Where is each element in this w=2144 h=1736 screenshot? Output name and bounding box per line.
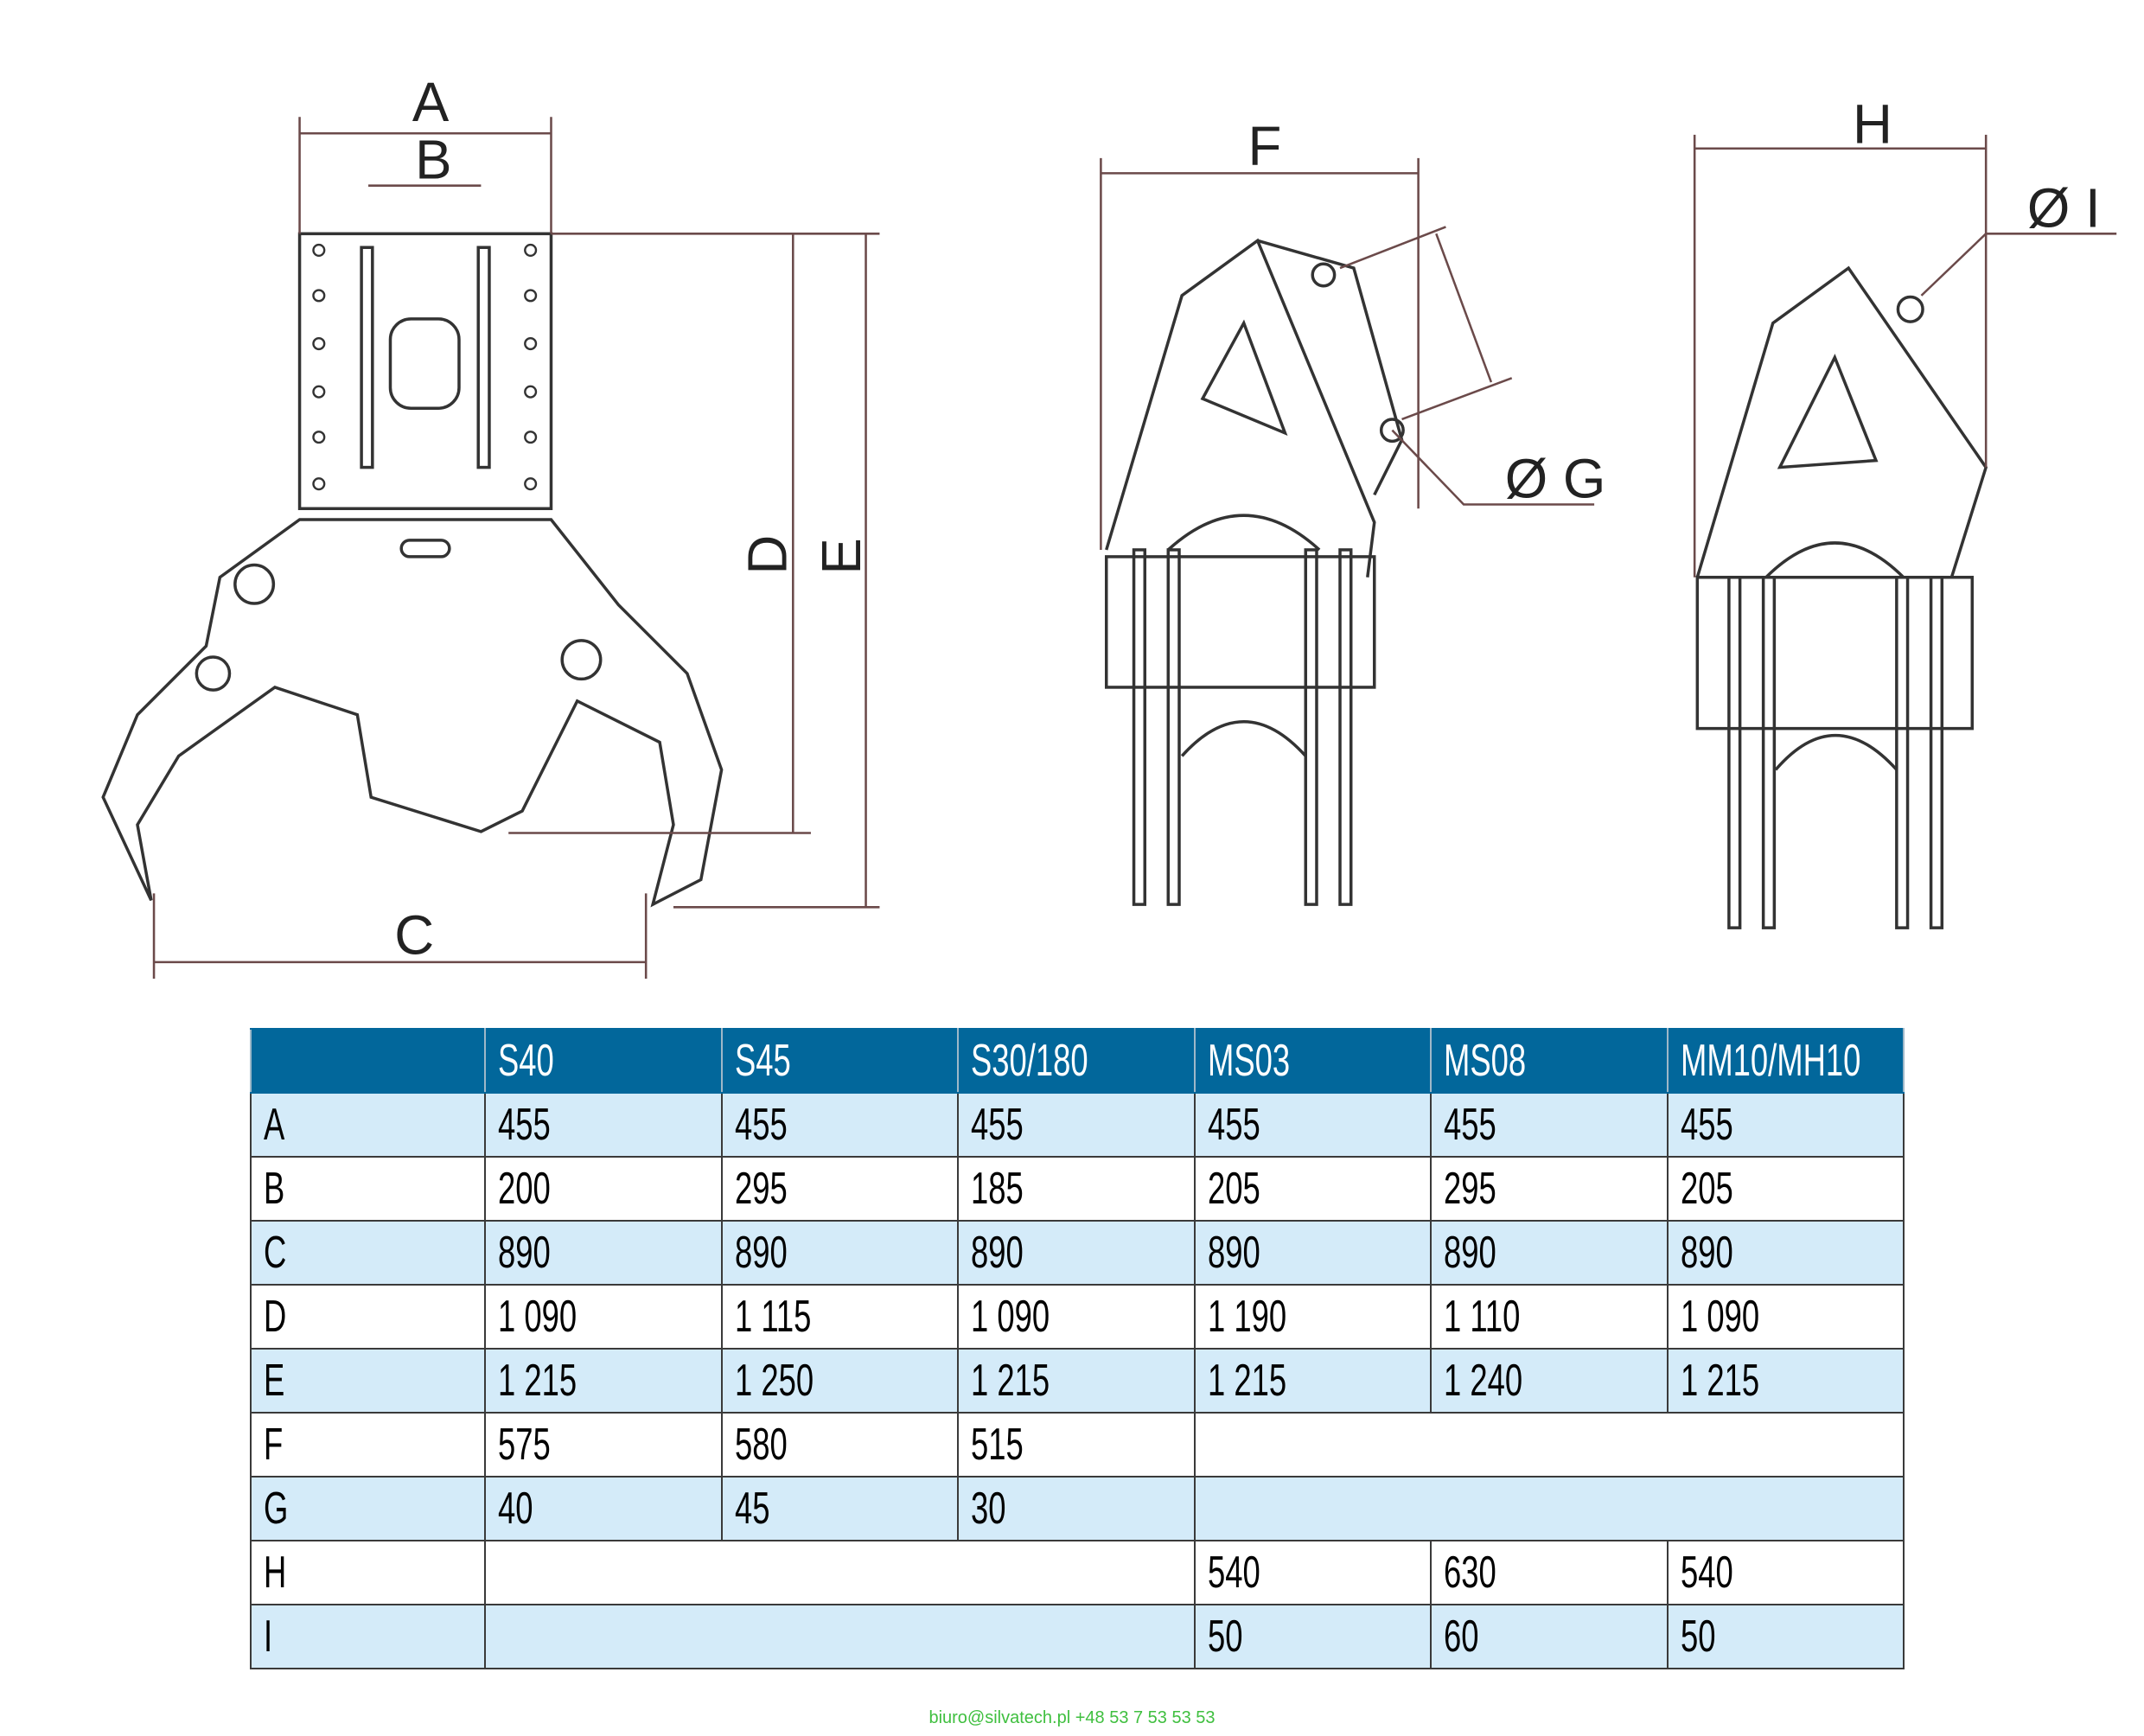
table-cell: A (250, 1092, 486, 1158)
table-cell: 60 (1430, 1604, 1669, 1669)
table-cell: 890 (957, 1220, 1196, 1286)
table-cell: 455 (484, 1092, 723, 1158)
table-cell: 890 (1666, 1220, 1905, 1286)
table-cell: 455 (1666, 1092, 1905, 1158)
table-cell: 1 090 (1666, 1284, 1905, 1350)
table-cell: 50 (1193, 1604, 1432, 1669)
table-cell: 1 215 (1193, 1348, 1432, 1414)
table-cell: 1 115 (720, 1284, 959, 1350)
dimension-label-d: D (737, 535, 798, 575)
dimension-label-a: A (412, 72, 450, 133)
dimension-label-c: C (394, 904, 434, 966)
table-cell: 455 (957, 1092, 1196, 1158)
contact-footer: biuro@silvatech.pl +48 53 7 53 53 53 (928, 1708, 1216, 1727)
front-view-drawing: A B C D E (101, 72, 880, 979)
dimension-label-b: B (415, 130, 451, 191)
header-model: MS08 (1430, 1028, 1669, 1094)
dimension-label-f: F (1247, 116, 1281, 177)
dimension-label-h: H (1853, 93, 1892, 155)
table-cell: 45 (720, 1476, 959, 1541)
table-cell: 30 (957, 1476, 1196, 1541)
table-cell: 890 (1430, 1220, 1669, 1286)
table-header-row: S40 S45 S30/180 MS03 MS08 MM10/MH10 (250, 1028, 1905, 1094)
table-cell-empty (1193, 1476, 1905, 1541)
table-cell: 50 (1666, 1604, 1905, 1669)
table-cell: G (250, 1476, 486, 1541)
header-model: MS03 (1193, 1028, 1432, 1094)
header-empty (250, 1028, 486, 1094)
table-cell: 455 (1193, 1092, 1432, 1158)
table-cell: C (250, 1220, 486, 1286)
table-cell: 575 (484, 1412, 723, 1478)
table-cell: 1 240 (1430, 1348, 1669, 1414)
table-cell: 1 190 (1193, 1284, 1432, 1350)
table-cell: 1 250 (720, 1348, 959, 1414)
table-cell: 890 (1193, 1220, 1432, 1286)
table-cell: 1 215 (484, 1348, 723, 1414)
header-model: MM10/MH10 (1666, 1028, 1905, 1094)
table-cell: 205 (1193, 1156, 1432, 1222)
table-cell: 1 110 (1430, 1284, 1669, 1350)
header-model: S45 (720, 1028, 959, 1094)
header-model: S40 (484, 1028, 723, 1094)
table-cell: 1 090 (957, 1284, 1196, 1350)
table-cell-empty (1193, 1412, 1905, 1478)
table-cell: 455 (720, 1092, 959, 1158)
table-cell: 540 (1666, 1540, 1905, 1605)
table-cell: 1 215 (957, 1348, 1196, 1414)
table-cell: I (250, 1604, 486, 1669)
side-view-drawing-s-series: F Ø G (1100, 116, 1606, 906)
table-cell: D (250, 1284, 486, 1350)
table-cell: 295 (720, 1156, 959, 1222)
dimension-label-i: Ø I (2027, 177, 2101, 239)
table-cell: 205 (1666, 1156, 1905, 1222)
table-cell: 295 (1430, 1156, 1669, 1222)
table-cell: E (250, 1348, 486, 1414)
table-cell: 580 (720, 1412, 959, 1478)
table-cell: 540 (1193, 1540, 1432, 1605)
dimension-label-g: Ø G (1505, 449, 1606, 510)
table-cell: 1 090 (484, 1284, 723, 1350)
table-cell: 890 (484, 1220, 723, 1286)
table-cell: 200 (484, 1156, 723, 1222)
table-cell: 455 (1430, 1092, 1669, 1158)
table-cell-empty (484, 1540, 1196, 1605)
table-cell: 185 (957, 1156, 1196, 1222)
table-cell: 630 (1430, 1540, 1669, 1605)
table-cell: 515 (957, 1412, 1196, 1478)
dimension-label-e: E (811, 538, 872, 574)
table-cell: F (250, 1412, 486, 1478)
side-view-drawing-m-series: H Ø I (1693, 93, 2117, 929)
table-cell: B (250, 1156, 486, 1222)
table-cell: H (250, 1540, 486, 1605)
table-cell-empty (484, 1604, 1196, 1669)
header-model: S30/180 (957, 1028, 1196, 1094)
table-cell: 890 (720, 1220, 959, 1286)
table-cell: 1 215 (1666, 1348, 1905, 1414)
table-cell: 40 (484, 1476, 723, 1541)
